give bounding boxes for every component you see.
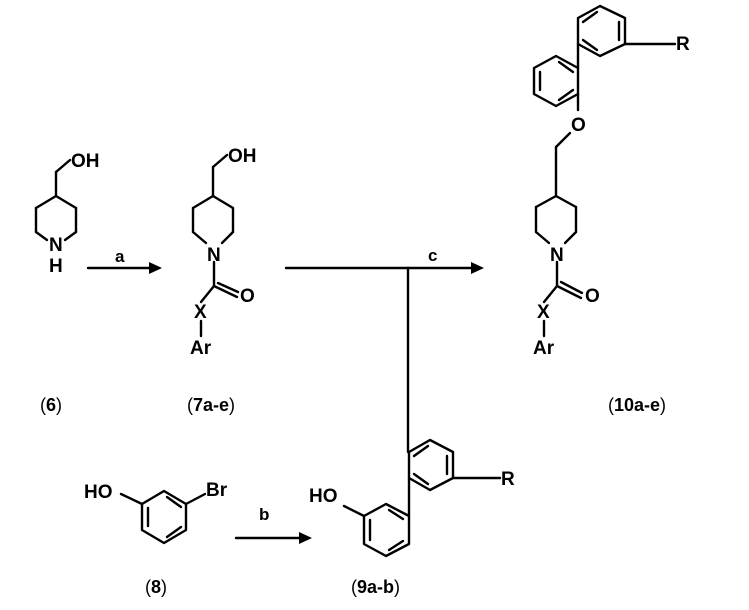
oh-group: OH [228, 146, 257, 167]
arrow-b [234, 532, 312, 544]
x-atom: X [194, 302, 207, 323]
reagent-c-label: c [428, 246, 437, 265]
reagent-a-label: a [115, 247, 125, 266]
arrow-c [284, 262, 484, 454]
n-atom: N [49, 235, 63, 256]
arrow-a [86, 262, 162, 274]
compound-10-structure: R O N O X Ar [532, 4, 690, 359]
compound-6-structure: N H OH [34, 151, 100, 277]
compound-8-label: (8) [145, 577, 167, 597]
compound-8-structure: HO Br [84, 480, 228, 545]
r-group: R [501, 469, 515, 490]
ho-group: HO [309, 486, 338, 507]
compound-7-structure: OH N O X Ar [190, 146, 257, 359]
compound-10-label: (10a-e) [608, 395, 666, 415]
reagent-b-label: b [259, 505, 269, 524]
compound-6-label: (6) [40, 395, 62, 415]
compound-7-label: (7a-e) [187, 395, 235, 415]
ar-group: Ar [533, 338, 555, 359]
o-atom: O [571, 115, 586, 136]
oh-group: OH [71, 151, 100, 172]
o-atom: O [240, 286, 255, 307]
ho-group: HO [84, 482, 113, 503]
ar-group: Ar [190, 338, 212, 359]
n-atom: N [550, 245, 564, 266]
compound-9-structure: HO R [309, 438, 515, 558]
n-atom: N [207, 245, 221, 266]
x-atom: X [537, 302, 550, 323]
compound-9-label: (9a-b) [351, 577, 400, 597]
r-group: R [676, 34, 690, 55]
h-atom: H [49, 256, 63, 277]
o-atom: O [585, 286, 600, 307]
br-atom: Br [206, 480, 228, 501]
